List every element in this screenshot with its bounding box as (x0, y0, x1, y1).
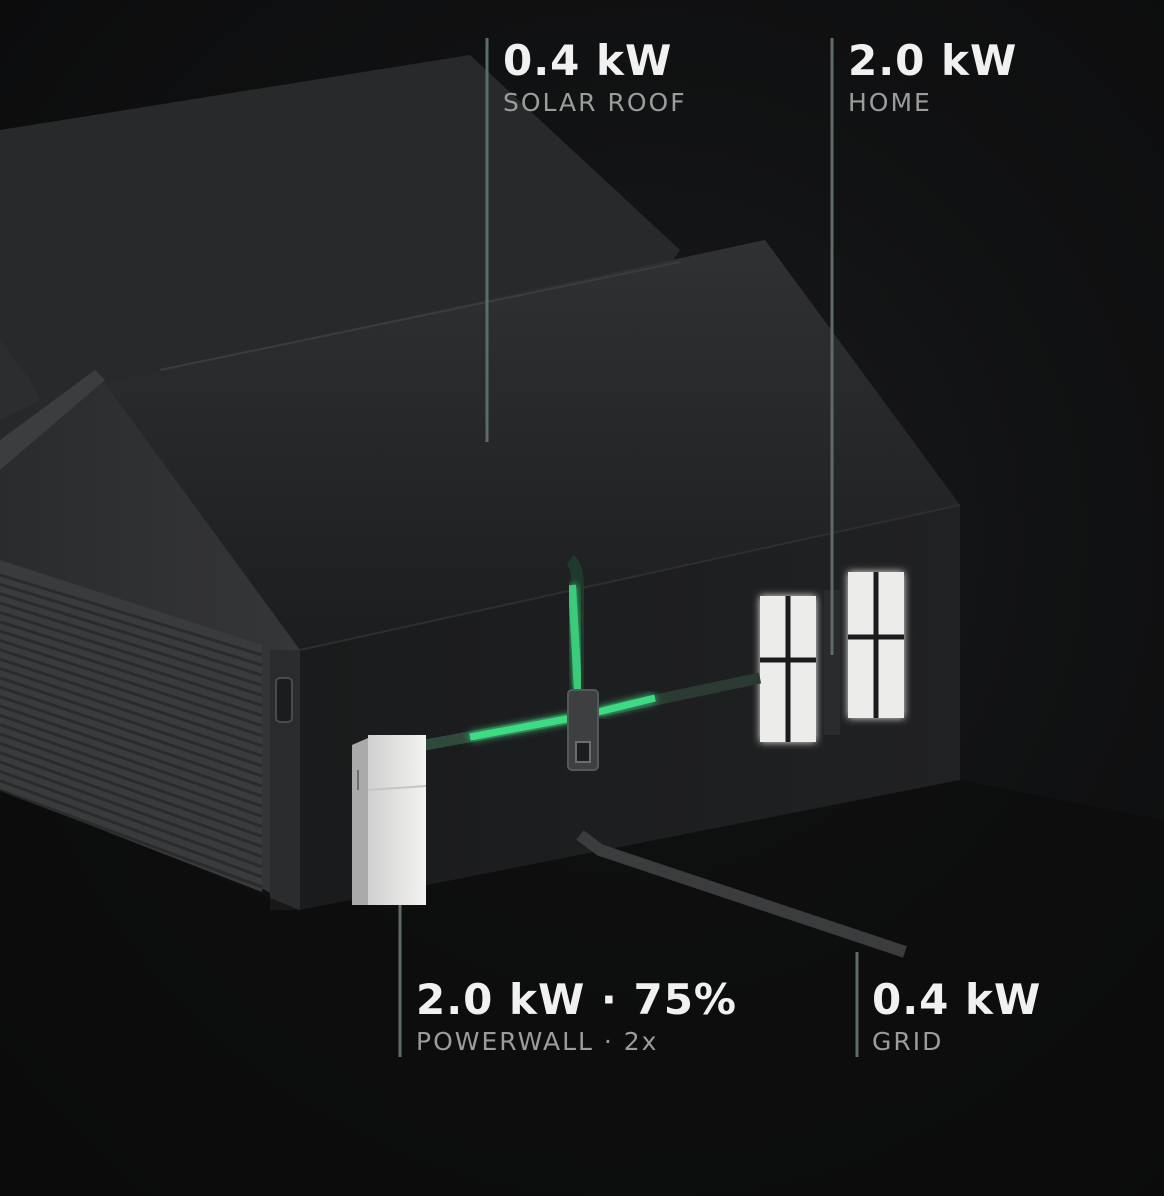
garage-door-slat (0, 741, 263, 838)
garage-door-slat (0, 620, 263, 707)
wall-meter (275, 677, 293, 723)
powerwall-readout[interactable]: 2.0 kW · 75% POWERWALL · 2x (416, 975, 737, 1057)
garage-door-slat (0, 713, 263, 808)
grid-readout[interactable]: 0.4 kW GRID (872, 975, 1041, 1057)
garage-door-slat (0, 769, 263, 869)
garage-door-slat (0, 648, 263, 738)
garage-door-slat (0, 685, 263, 778)
solar-roof-label: SOLAR ROOF (503, 88, 687, 117)
garage-door-slat (0, 629, 263, 717)
main-roof (0, 240, 960, 650)
garage-door-slat (0, 592, 263, 677)
powerwall-units (352, 735, 427, 905)
garage-door-slat (0, 573, 263, 657)
garage-door-slat (0, 657, 263, 748)
garage-door-slat (0, 582, 263, 667)
solar-roof-readout[interactable]: 0.4 kW SOLAR ROOF (503, 36, 687, 118)
garage-door-slat (0, 760, 263, 859)
garage-door (0, 560, 263, 892)
solar-power-value: 0.4 kW (503, 36, 673, 85)
grid-power-value: 0.4 kW (872, 975, 1042, 1024)
powerwall-label: POWERWALL · 2x (416, 1027, 659, 1056)
back-roof (0, 55, 680, 400)
garage-door-slat (0, 779, 263, 879)
grid-label: GRID (872, 1027, 944, 1056)
home-power-value: 2.0 kW (848, 36, 1018, 85)
leader-lines (398, 38, 859, 1057)
powerwall-power-value: 2.0 kW · 75% (416, 975, 738, 1024)
garage-door-slat (0, 639, 263, 728)
home-label: HOME (848, 88, 932, 117)
energy-conduits (424, 554, 907, 958)
garage-door-slat (0, 695, 263, 788)
garage-door-slat (0, 723, 263, 818)
garage-door-slat (0, 704, 263, 798)
garage-door-slat (0, 751, 263, 849)
garage-door-slat (0, 667, 263, 758)
garage-door-slat (0, 676, 263, 768)
home-readout[interactable]: 2.0 kW HOME (848, 36, 1017, 118)
garage-door-slat (0, 788, 263, 889)
garage-door-slat (0, 732, 263, 828)
garage-door-slat (0, 601, 263, 687)
garage-door-slat (0, 610, 263, 697)
